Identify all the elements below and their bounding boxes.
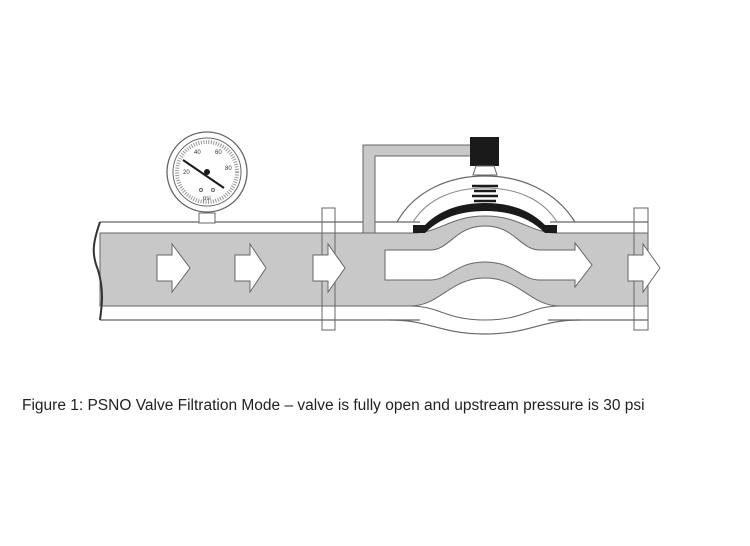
gauge-label-20: 20 bbox=[183, 170, 190, 176]
pressure-gauge: 20 40 60 80 psi bbox=[166, 131, 248, 224]
gauge-label-60: 60 bbox=[215, 150, 222, 156]
diaphragm bbox=[413, 203, 557, 233]
figure-caption: Figure 1: PSNO Valve Filtration Mode – v… bbox=[22, 397, 645, 414]
valve-bonnet bbox=[396, 175, 576, 223]
pipe-break bbox=[92, 221, 103, 321]
gauge-label-40: 40 bbox=[194, 150, 201, 156]
pilot-tube bbox=[362, 144, 472, 234]
pipe bbox=[100, 221, 648, 321]
flow-path-arrow bbox=[384, 225, 593, 289]
valve-body-lower-outer bbox=[389, 319, 581, 335]
flow-arrows bbox=[156, 242, 661, 294]
pilot-actuator bbox=[470, 137, 499, 166]
flow-arrow-icon bbox=[156, 242, 191, 294]
flow-arrow-icon bbox=[627, 242, 661, 294]
gauge-label-80: 80 bbox=[225, 166, 232, 172]
spring bbox=[472, 184, 498, 203]
flow-arrow-icon bbox=[312, 242, 346, 294]
gauge-needle bbox=[182, 159, 225, 189]
valve-body-lower bbox=[409, 305, 561, 321]
flow-arrow-icon bbox=[234, 242, 267, 294]
gauge-label-psi: psi bbox=[203, 196, 211, 202]
